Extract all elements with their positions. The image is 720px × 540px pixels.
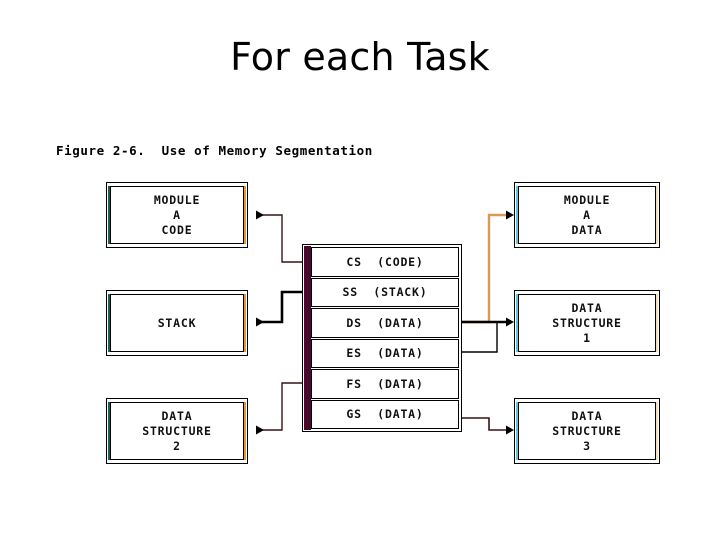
figure-caption: Figure 2-6. Use of Memory Segmentation xyxy=(56,143,373,158)
box-line: MODULE xyxy=(153,192,201,207)
box-inner: MODULE A DATA xyxy=(518,186,656,244)
box-line: CODE xyxy=(161,222,193,237)
box-line: STRUCTURE xyxy=(552,423,622,438)
connector-gs-to-data-structure-3 xyxy=(462,417,514,435)
connector-ds-to-module-a-data xyxy=(462,210,514,324)
segment-stack-accent xyxy=(304,246,311,430)
segment-label: CS (CODE) xyxy=(346,254,424,269)
box-stack: STACK xyxy=(106,290,248,356)
segment-row-fs: FS (DATA) xyxy=(311,369,459,399)
segment-row-ds: DS (DATA) xyxy=(311,308,459,338)
segment-row-gs: GS (DATA) xyxy=(311,399,459,429)
segment-label: ES (DATA) xyxy=(346,346,424,361)
box-data-structure-1: DATA STRUCTURE 1 xyxy=(514,290,660,356)
box-inner: MODULE A CODE xyxy=(110,186,244,244)
box-line: STACK xyxy=(157,315,197,330)
segment-rows: CS (CODE) SS (STACK) DS (DATA) ES (DATA)… xyxy=(305,247,459,429)
box-inner: DATA STRUCTURE 2 xyxy=(110,402,244,460)
box-data-structure-3: DATA STRUCTURE 3 xyxy=(514,398,660,464)
box-line: A xyxy=(173,207,181,222)
segment-label: GS (DATA) xyxy=(346,407,424,422)
segment-row-ss: SS (STACK) xyxy=(311,277,459,307)
box-inner: DATA STRUCTURE 1 xyxy=(518,294,656,352)
box-line: DATA xyxy=(571,222,603,237)
connector-cs-to-module-a-code xyxy=(256,210,302,263)
box-line: MODULE xyxy=(563,192,611,207)
box-line: A xyxy=(583,207,591,222)
connector-es-to-data-structure-1 xyxy=(462,322,498,353)
box-module-a-data: MODULE A DATA xyxy=(514,182,660,248)
box-inner: DATA STRUCTURE 3 xyxy=(518,402,656,460)
box-module-a-code: MODULE A CODE xyxy=(106,182,248,248)
segment-label: DS (DATA) xyxy=(346,315,424,330)
connector-fs-to-data-structure-2 xyxy=(256,382,302,435)
segment-label: FS (DATA) xyxy=(346,376,424,391)
box-data-structure-2: DATA STRUCTURE 2 xyxy=(106,398,248,464)
box-line: 3 xyxy=(583,438,591,453)
connector-ss-to-stack xyxy=(256,290,302,327)
box-line: 1 xyxy=(583,330,591,345)
segment-label: SS (STACK) xyxy=(342,285,428,300)
box-line: DATA xyxy=(161,408,193,423)
page-title: For each Task xyxy=(230,35,490,79)
box-line: DATA xyxy=(571,408,603,423)
box-line: STRUCTURE xyxy=(142,423,212,438)
segment-row-cs: CS (CODE) xyxy=(311,247,459,277)
box-line: DATA xyxy=(571,300,603,315)
box-line: 2 xyxy=(173,438,181,453)
box-inner: STACK xyxy=(110,294,244,352)
segment-row-es: ES (DATA) xyxy=(311,338,459,368)
box-line: STRUCTURE xyxy=(552,315,622,330)
segment-register-stack: CS (CODE) SS (STACK) DS (DATA) ES (DATA)… xyxy=(302,244,462,432)
